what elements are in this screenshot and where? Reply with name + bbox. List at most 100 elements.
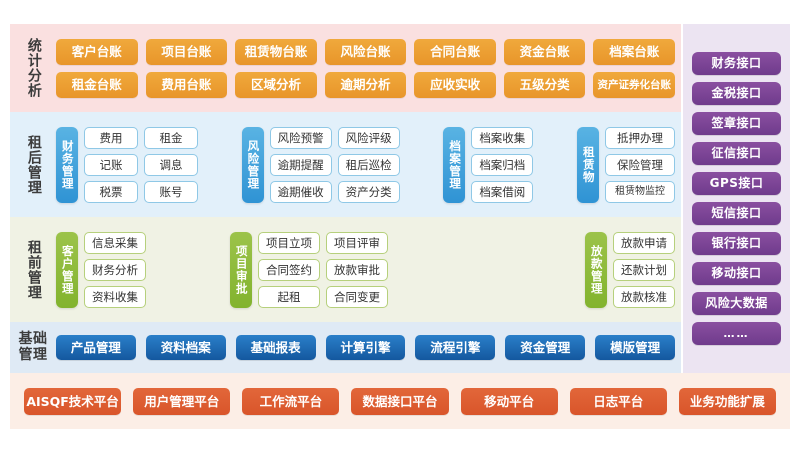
- cluster-finance-grid: 费用 记账 税票 租金 调息 账号: [84, 126, 198, 203]
- platform-item[interactable]: 数据接口平台: [351, 387, 449, 415]
- cluster-project-approval-tab[interactable]: 项目审批: [230, 231, 252, 308]
- chip-item[interactable]: 起租: [258, 285, 320, 308]
- cluster-customer: 客户管理 信息采集 财务分析 资料收集: [56, 231, 146, 308]
- basic-item[interactable]: 流程引擎: [415, 335, 496, 360]
- stat-item[interactable]: 资产证券化台账: [593, 71, 676, 98]
- section-platform: AISQF技术平台 用户管理平台 工作流平台 数据接口平台 移动平台 日志平台 …: [10, 373, 790, 429]
- cluster-leased-asset: 租赁物 抵押办理 保险管理 租赁物监控: [576, 126, 675, 203]
- cluster-archive-tab[interactable]: 档案管理: [443, 126, 466, 203]
- chip-item[interactable]: 抵押办理: [604, 126, 675, 149]
- cluster-disbursement-tab[interactable]: 放款管理: [585, 231, 607, 308]
- chip-item[interactable]: 租金: [144, 126, 198, 149]
- interface-item[interactable]: 财务接口: [692, 52, 781, 75]
- interface-item-more[interactable]: ……: [692, 322, 781, 345]
- basic-item[interactable]: 基础报表: [235, 335, 316, 360]
- stat-item[interactable]: 费用台账: [145, 71, 228, 98]
- basic-item[interactable]: 计算引擎: [325, 335, 406, 360]
- chip-item[interactable]: 费用: [84, 126, 138, 149]
- cluster-customer-tab[interactable]: 客户管理: [56, 231, 78, 308]
- cluster-archive: 档案管理 档案收集 档案归档 档案借阅: [443, 126, 534, 203]
- stat-item[interactable]: 租赁物台账: [235, 38, 317, 65]
- section-basic: 基础 管理 产品管理 资料档案 基础报表 计算引擎 流程引擎 资金管理 模版管理: [10, 322, 681, 373]
- main-column: 统计分析 客户台账 项目台账 租赁物台账 风险台账 合同台账 资金台账 档案台账…: [10, 24, 681, 429]
- chip-item[interactable]: 逾期提醒: [269, 153, 332, 176]
- interface-item[interactable]: 银行接口: [692, 232, 781, 255]
- interface-item[interactable]: 短信接口: [692, 202, 781, 225]
- statistics-pill-rows: 客户台账 项目台账 租赁物台账 风险台账 合同台账 资金台账 档案台账 租金台账…: [56, 38, 681, 98]
- chip-item[interactable]: 风险预警: [269, 126, 332, 149]
- section-basic-body: 产品管理 资料档案 基础报表 计算引擎 流程引擎 资金管理 模版管理: [56, 335, 681, 360]
- chip-item[interactable]: 放款核准: [613, 285, 675, 308]
- stat-item[interactable]: 区域分析: [235, 71, 317, 98]
- chip-item[interactable]: 放款申请: [613, 231, 675, 254]
- chip-item[interactable]: 财务分析: [84, 258, 146, 281]
- chip-item[interactable]: 档案借阅: [471, 180, 534, 203]
- platform-row: AISQF技术平台 用户管理平台 工作流平台 数据接口平台 移动平台 日志平台 …: [10, 387, 790, 415]
- stat-item[interactable]: 资金台账: [503, 38, 586, 65]
- interface-item[interactable]: 金税接口: [692, 82, 781, 105]
- stat-item[interactable]: 五级分类: [503, 71, 586, 98]
- chip-item[interactable]: 逾期催收: [269, 180, 332, 203]
- cluster-leased-asset-tab[interactable]: 租赁物: [576, 126, 599, 203]
- chip-item[interactable]: 合同变更: [326, 285, 388, 308]
- chip-item[interactable]: 租赁物监控: [604, 180, 675, 203]
- chip-item[interactable]: 项目立项: [258, 231, 320, 254]
- basic-item[interactable]: 产品管理: [56, 335, 136, 360]
- platform-item[interactable]: 用户管理平台: [133, 387, 231, 415]
- section-pre-lease-body: 客户管理 信息采集 财务分析 资料收集 项目审批 项目立项 合同签约: [56, 231, 681, 308]
- interface-item[interactable]: 移动接口: [692, 262, 781, 285]
- basic-item[interactable]: 资料档案: [145, 335, 226, 360]
- chip-item[interactable]: 调息: [144, 153, 198, 176]
- platform-item[interactable]: 业务功能扩展: [678, 387, 776, 415]
- chip-item[interactable]: 租后巡检: [337, 153, 400, 176]
- section-post-lease-label: 租后管理: [25, 134, 42, 195]
- stat-item[interactable]: 风险台账: [324, 38, 407, 65]
- chip-item[interactable]: 档案收集: [471, 126, 534, 149]
- section-pre-lease-label: 租前管理: [25, 239, 42, 300]
- stat-item[interactable]: 项目台账: [145, 38, 228, 65]
- interface-item[interactable]: 征信接口: [692, 142, 781, 165]
- cluster-leased-asset-grid: 抵押办理 保险管理 租赁物监控: [604, 126, 675, 203]
- stat-item[interactable]: 客户台账: [56, 38, 138, 65]
- platform-item[interactable]: AISQF技术平台: [24, 387, 122, 415]
- interface-item[interactable]: GPS接口: [692, 172, 781, 195]
- platform-item[interactable]: 工作流平台: [242, 387, 340, 415]
- chip-item[interactable]: 项目评审: [326, 231, 388, 254]
- chip-item[interactable]: 资产分类: [337, 180, 400, 203]
- cluster-finance-tab[interactable]: 财务管理: [56, 126, 78, 203]
- pre-lease-clusters: 客户管理 信息采集 财务分析 资料收集 项目审批 项目立项 合同签约: [56, 231, 681, 308]
- cluster-risk-tab[interactable]: 风险管理: [241, 126, 264, 203]
- platform-item[interactable]: 移动平台: [460, 387, 558, 415]
- chip-item[interactable]: 账号: [144, 180, 198, 203]
- section-statistics-body: 客户台账 项目台账 租赁物台账 风险台账 合同台账 资金台账 档案台账 租金台账…: [56, 38, 681, 98]
- chip-item[interactable]: 还款计划: [613, 258, 675, 281]
- chip-item[interactable]: 记账: [84, 153, 138, 176]
- interface-item[interactable]: 风险大数据: [692, 292, 781, 315]
- section-post-lease: 租后管理 财务管理 费用 记账 税票 租金 调息 账号: [10, 112, 681, 217]
- stat-item[interactable]: 应收实收: [414, 71, 496, 98]
- platform-item[interactable]: 日志平台: [569, 387, 667, 415]
- section-pre-lease: 租前管理 客户管理 信息采集 财务分析 资料收集 项目审批: [10, 217, 681, 322]
- chip-item[interactable]: 资料收集: [84, 285, 146, 308]
- stat-item[interactable]: 档案台账: [593, 38, 676, 65]
- section-basic-label: 基础 管理: [18, 330, 48, 363]
- stat-item[interactable]: 租金台账: [56, 71, 138, 98]
- basic-item[interactable]: 资金管理: [505, 335, 586, 360]
- interface-item[interactable]: 签章接口: [692, 112, 781, 135]
- chip-item[interactable]: 放款审批: [326, 258, 388, 281]
- chip-item[interactable]: 风险评级: [337, 126, 400, 149]
- basic-item[interactable]: 模版管理: [595, 335, 676, 360]
- section-interfaces: 财务接口 金税接口 签章接口 征信接口 GPS接口 短信接口 银行接口 移动接口…: [683, 24, 790, 373]
- cluster-archive-grid: 档案收集 档案归档 档案借阅: [471, 126, 534, 203]
- chip-item[interactable]: 信息采集: [84, 231, 146, 254]
- chip-item[interactable]: 档案归档: [471, 153, 534, 176]
- cluster-project-approval-grid: 项目立项 合同签约 起租 项目评审 放款审批 合同变更: [258, 231, 388, 308]
- stat-item[interactable]: 合同台账: [414, 38, 496, 65]
- chip-item[interactable]: 合同签约: [258, 258, 320, 281]
- chip-item[interactable]: 税票: [84, 180, 138, 203]
- chip-item[interactable]: 保险管理: [604, 153, 675, 176]
- stat-item[interactable]: 逾期分析: [324, 71, 407, 98]
- section-statistics: 统计分析 客户台账 项目台账 租赁物台账 风险台账 合同台账 资金台账 档案台账…: [10, 24, 681, 112]
- cluster-disbursement-grid: 放款申请 还款计划 放款核准: [613, 231, 675, 308]
